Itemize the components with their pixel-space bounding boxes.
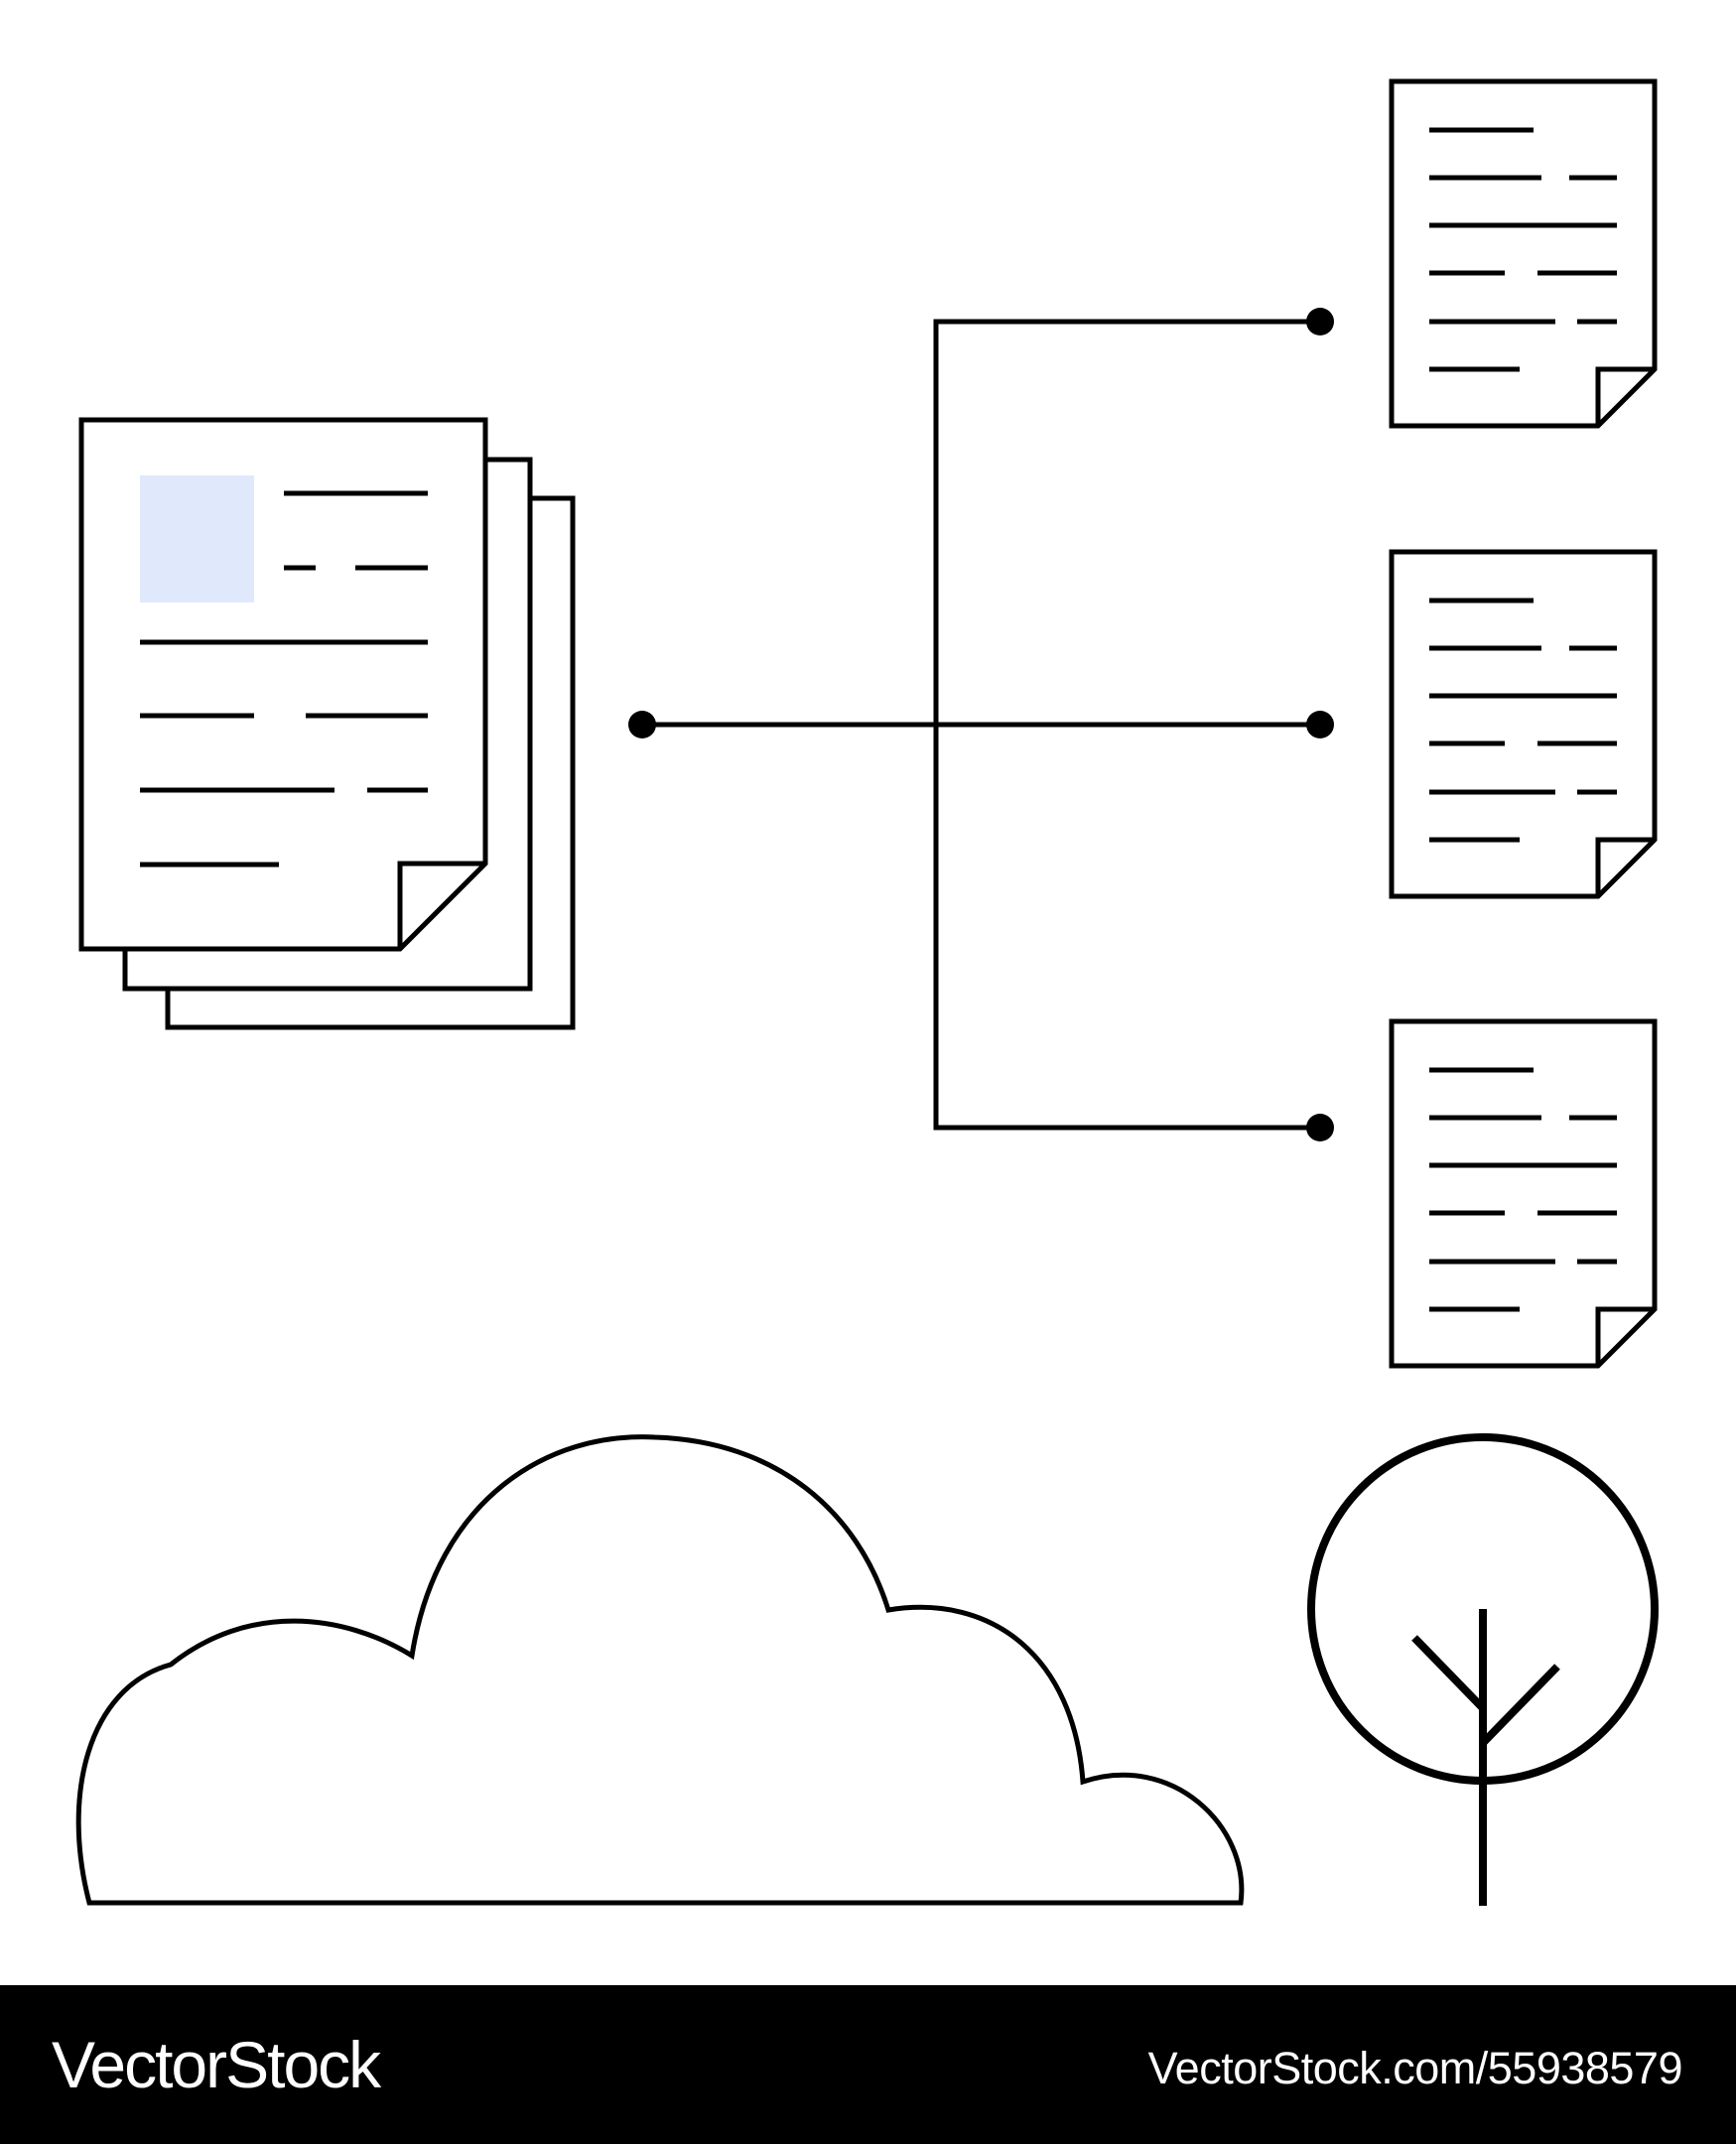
- tree-branch-right: [1480, 1664, 1560, 1746]
- document-folded-corner: [1595, 1306, 1655, 1366]
- cloud-icon: [75, 1434, 1245, 1906]
- document-icon: [1389, 78, 1658, 429]
- text-lines: [140, 490, 428, 868]
- branch-dot-top: [1306, 308, 1334, 335]
- document-sheet: [1389, 78, 1658, 429]
- text-lines: [1429, 598, 1617, 843]
- front-sheet-folded-corner: [397, 861, 485, 949]
- tree-icon: [1307, 1433, 1659, 1906]
- document-folded-corner: [1595, 366, 1655, 426]
- branch-bracket: [933, 319, 1320, 1131]
- branch-dot-bottom: [1306, 1114, 1334, 1141]
- document-split-illustration: [75, 78, 1659, 1906]
- split-connector: [628, 308, 1334, 1141]
- tree-branch-left: [1411, 1635, 1486, 1711]
- source-connector-dot: [628, 711, 656, 738]
- document-icon: [1389, 1018, 1658, 1369]
- image-reference: VectorStock.com/55938579: [1147, 2043, 1683, 2093]
- document-sheet: [1389, 549, 1658, 899]
- watermark-bar: VectorStock VectorStock.com/55938579: [0, 1985, 1736, 2144]
- document-icon: [1389, 549, 1658, 899]
- text-lines: [1429, 1067, 1617, 1312]
- document-folded-corner: [1595, 837, 1655, 896]
- image-placeholder: [140, 475, 254, 603]
- document-stack-icon: [78, 417, 576, 1030]
- document-sheet: [1389, 1018, 1658, 1369]
- text-lines: [1429, 127, 1617, 372]
- branch-dot-middle: [1306, 711, 1334, 738]
- vectorstock-brand: VectorStock: [52, 2028, 381, 2101]
